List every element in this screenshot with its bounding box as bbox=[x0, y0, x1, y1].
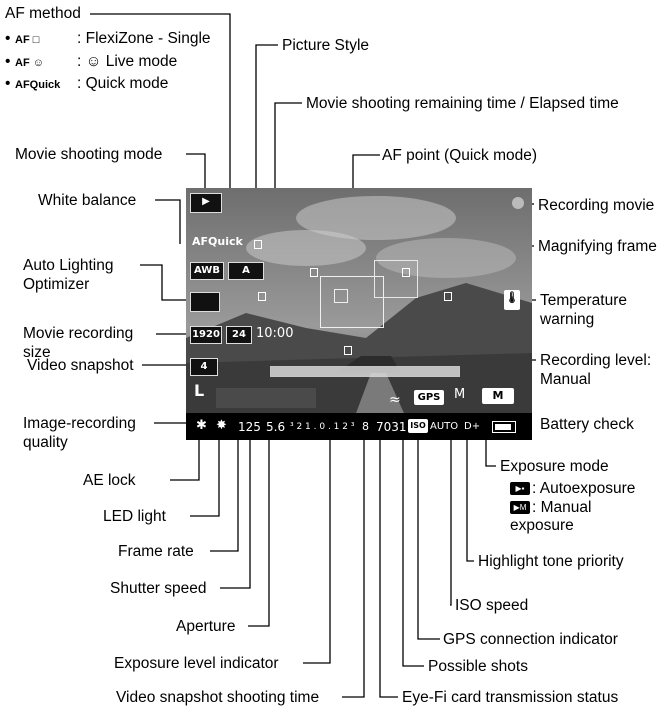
label-exposure-mode: Exposure mode bbox=[500, 458, 609, 475]
af-code: AFQuick bbox=[15, 79, 61, 91]
af-method-item: • AF ☺ : ☺ Live mode bbox=[5, 52, 177, 73]
movie-mode-icon: ▶ bbox=[190, 193, 222, 213]
snapshot-time-bar bbox=[270, 366, 460, 377]
label-recording-size: Movie recording size bbox=[23, 325, 134, 361]
label-eyefi: Eye-Fi card transmission status bbox=[402, 689, 619, 706]
af-desc: : Quick mode bbox=[77, 75, 169, 92]
camera-screen: ▶ AFQuick AWB A 1920 24 10:00 4 L 🌡 M M … bbox=[186, 188, 532, 440]
af-method-item: • AF □ : FlexiZone - Single bbox=[5, 29, 211, 50]
af-area-marker bbox=[258, 292, 266, 301]
awb-indicator: AWB bbox=[190, 262, 224, 280]
recording-size-indicator: 1920 bbox=[190, 326, 222, 344]
label-picture-style: Picture Style bbox=[282, 37, 370, 54]
highlight-tone-indicator: D+ bbox=[464, 421, 481, 432]
af-area-marker bbox=[310, 268, 318, 277]
af-area-marker bbox=[402, 268, 410, 277]
label-gps: GPS connection indicator bbox=[443, 631, 618, 648]
legend-autoexposure: ▶▪: Autoexposure bbox=[510, 480, 635, 498]
af-area-marker bbox=[254, 240, 262, 249]
label-shutter: Shutter speed bbox=[110, 580, 207, 597]
movie-manual-icon: ▶M bbox=[510, 501, 530, 515]
led-icon: ✸ bbox=[216, 418, 227, 433]
label-led: LED light bbox=[103, 508, 166, 525]
bullet-icon: • bbox=[5, 30, 11, 47]
label-af-point: AF point (Quick mode) bbox=[382, 147, 538, 164]
exposure-mode-indicator: M bbox=[482, 388, 514, 404]
shutter-readout: 125 bbox=[238, 420, 261, 434]
label-temperature: Temperature warning bbox=[540, 292, 628, 328]
wifi-icon: ≈ bbox=[389, 392, 401, 408]
iso-readout: AUTO bbox=[430, 421, 459, 432]
label-snapshot-time: Video snapshot shooting time bbox=[116, 689, 320, 706]
alo-icon bbox=[190, 292, 220, 312]
af-desc: : FlexiZone - Single bbox=[77, 30, 211, 47]
label-highlight: Highlight tone priority bbox=[478, 553, 624, 570]
iso-label-icon: ISO bbox=[408, 419, 428, 433]
af-method-item: • AFQuick : Quick mode bbox=[5, 74, 168, 95]
label-movie-mode: Movie shooting mode bbox=[15, 146, 163, 163]
label-video-snapshot: Video snapshot bbox=[27, 357, 134, 374]
label-alo: Auto Lighting Optimizer bbox=[23, 257, 114, 293]
exposure-scale: ³ 2 1 . 0 . 1 2 ³ bbox=[290, 422, 355, 432]
label-white-balance: White balance bbox=[38, 192, 137, 209]
bullet-icon: • bbox=[5, 75, 11, 92]
gps-indicator: GPS bbox=[414, 390, 444, 405]
label-quality: Image-recording quality bbox=[23, 415, 136, 451]
magnifying-frame bbox=[374, 260, 418, 298]
label-movie-time: Movie shooting remaining time / Elapsed … bbox=[306, 95, 619, 112]
label-exposure-level: Exposure level indicator bbox=[114, 655, 279, 672]
aperture-readout: 5.6 bbox=[266, 420, 286, 434]
picture-style-indicator: A bbox=[228, 262, 264, 280]
af-method-title: AF method bbox=[5, 5, 81, 22]
label-aperture: Aperture bbox=[176, 618, 236, 635]
af-code: AF □ bbox=[15, 34, 40, 46]
landscape-scene bbox=[186, 188, 532, 440]
af-code: AF ☺ bbox=[15, 57, 44, 69]
af-point-center bbox=[334, 289, 348, 303]
legend-manual-exposure: ▶M: Manual exposure bbox=[510, 499, 592, 534]
recording-level-indicator: M bbox=[454, 387, 466, 402]
movie-time-readout: 10:00 bbox=[256, 326, 294, 341]
af-point-frame bbox=[320, 276, 384, 328]
battery-icon bbox=[492, 421, 516, 433]
label-magnifying-frame: Magnifying frame bbox=[538, 238, 657, 255]
af-area-marker bbox=[444, 292, 452, 301]
label-ae-lock: AE lock bbox=[83, 472, 136, 489]
bullet-icon: • bbox=[5, 53, 11, 70]
quality-indicator: L bbox=[194, 381, 205, 400]
shots-readout: 7031 bbox=[376, 420, 407, 434]
label-recording-level: Recording level: Manual bbox=[540, 352, 652, 388]
snapshot-mark: 8 bbox=[362, 420, 369, 433]
label-frame-rate: Frame rate bbox=[118, 543, 194, 560]
label-possible-shots: Possible shots bbox=[428, 658, 528, 675]
temperature-warning-icon: 🌡 bbox=[504, 290, 520, 310]
af-desc: : ☺ Live mode bbox=[77, 53, 178, 70]
recording-dot bbox=[512, 197, 524, 209]
movie-auto-icon: ▶▪ bbox=[510, 482, 530, 496]
label-battery: Battery check bbox=[540, 416, 634, 433]
af-area-marker bbox=[344, 346, 352, 355]
frame-rate-indicator: 24 bbox=[226, 326, 252, 344]
status-bar: ✱ ✸ 125 5.6 ³ 2 1 . 0 . 1 2 ³ 8 7031 ISO… bbox=[186, 413, 532, 440]
ae-lock-icon: ✱ bbox=[196, 418, 207, 433]
af-quick-indicator: AFQuick bbox=[192, 235, 243, 248]
video-snapshot-indicator: 4 bbox=[190, 358, 218, 376]
label-iso: ISO speed bbox=[455, 597, 529, 614]
label-recording-movie: Recording movie bbox=[538, 197, 655, 214]
